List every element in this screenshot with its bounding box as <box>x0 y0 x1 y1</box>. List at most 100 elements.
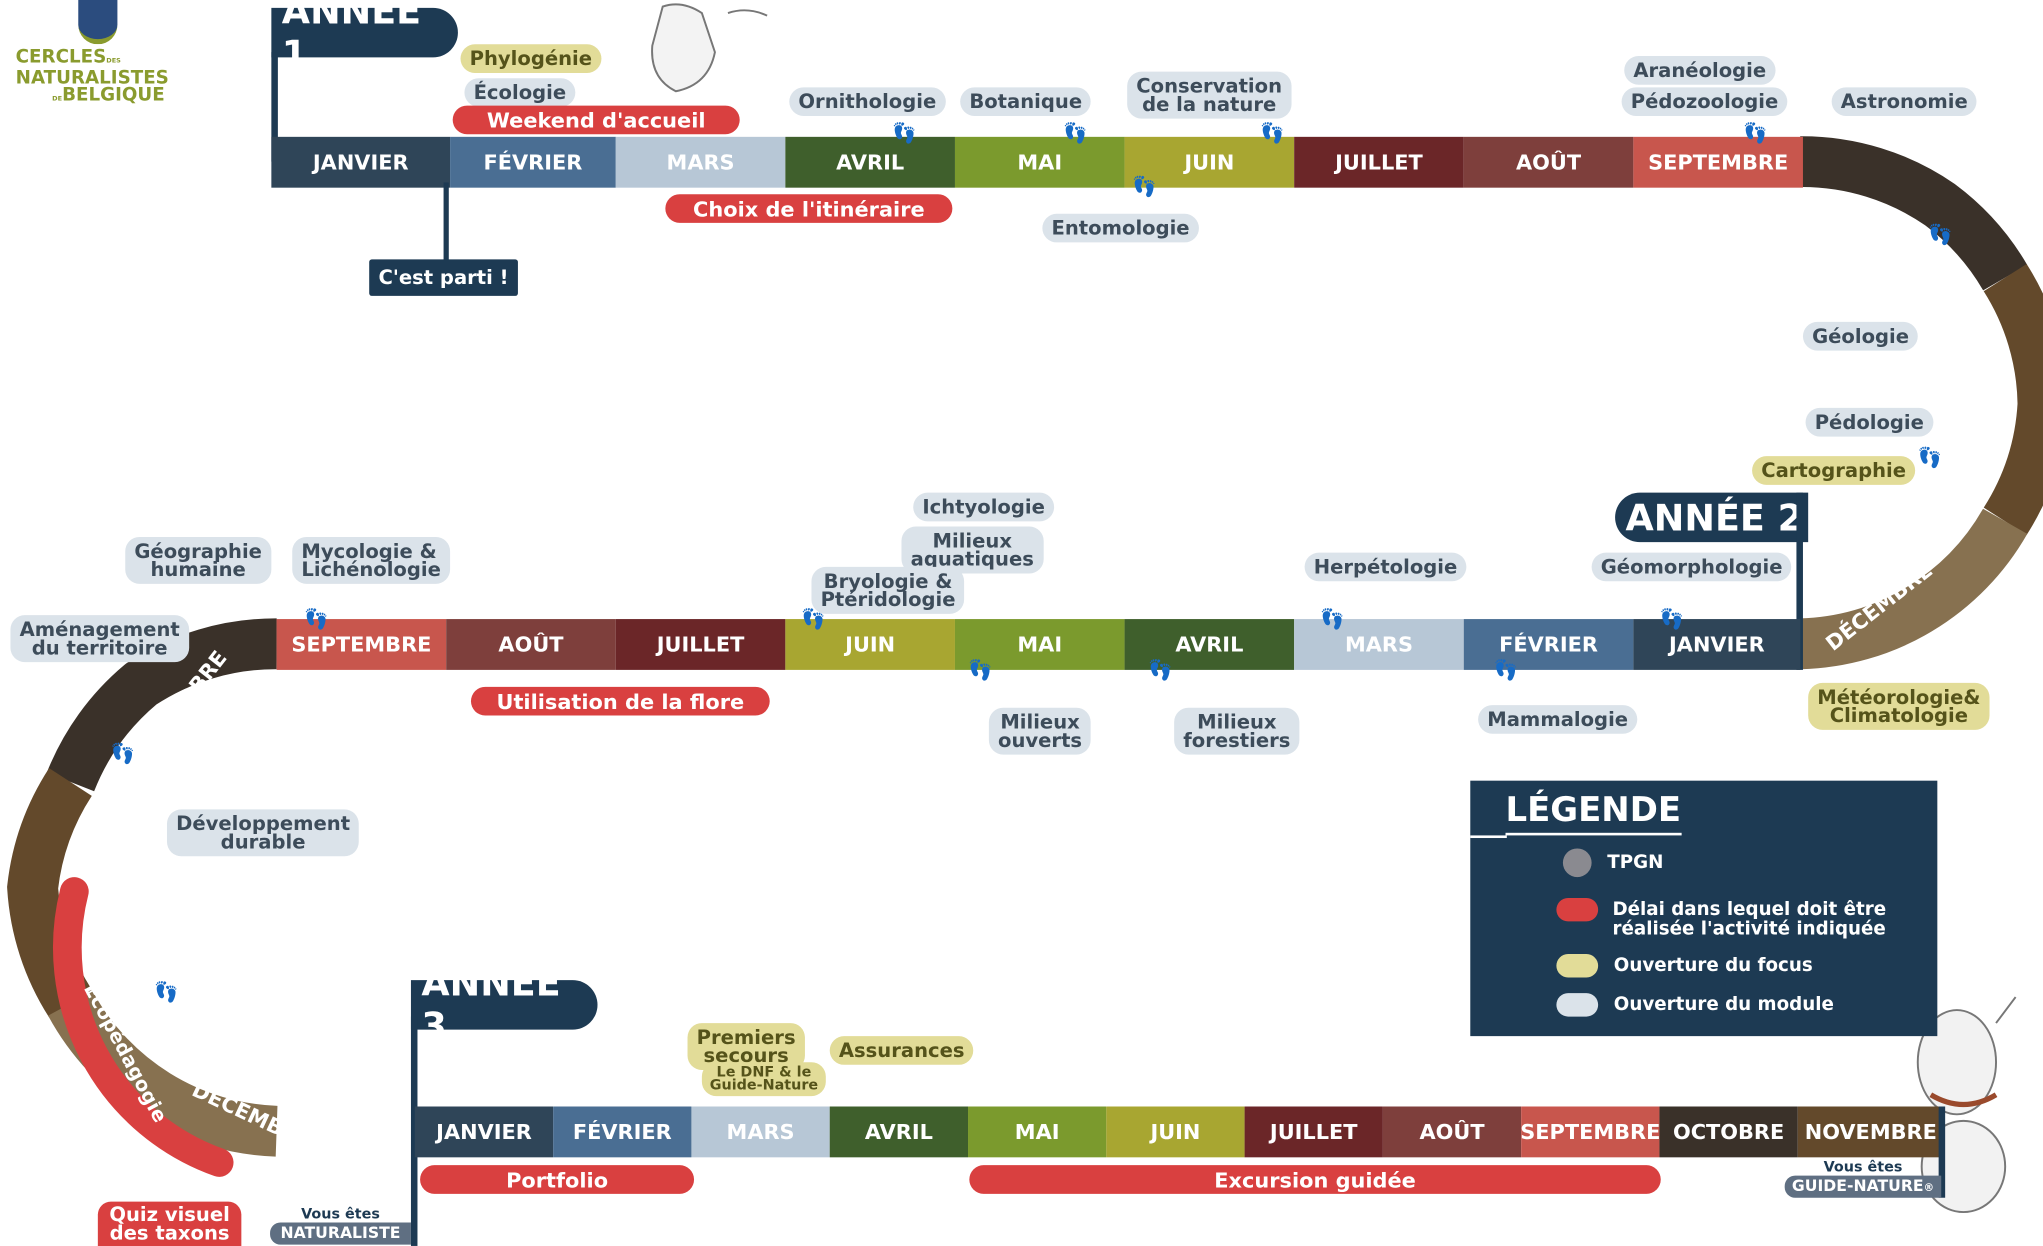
label-conservation-line2: de la nature <box>1142 92 1277 116</box>
legend-title: LÉGENDE <box>1505 791 1682 836</box>
activity-utilisation-flore: Utilisation de la flore <box>470 686 770 716</box>
right-curve-octobre <box>1800 136 2028 291</box>
footprint-icon: 👣 <box>1659 607 1684 631</box>
left-curve-novembre-label: NOVEMBRE <box>115 809 139 941</box>
footprint-icon: 👣 <box>1320 607 1345 631</box>
label-mycologie: Mycologie & Lichénologie <box>292 536 451 584</box>
guide-nature-badge: Vous êtes GUIDE-NATURE® <box>1784 1158 1942 1199</box>
label-bryologie: Bryologie & Ptéridologie <box>811 566 965 614</box>
activity-portfolio: Portfolio <box>420 1165 695 1194</box>
label-ecologie: Écologie <box>464 78 576 107</box>
cartoon-top-illustration <box>651 3 768 93</box>
activity-quiz-line2: des taxons <box>109 1221 230 1245</box>
label-dnf-line1: Le DNF & le <box>716 1063 812 1081</box>
label-mammalogie: Mammalogie <box>1478 705 1638 734</box>
label-amenagement-line2: du territoire <box>31 636 168 660</box>
label-milieux-ouverts-line1: Milieux <box>1000 710 1080 734</box>
label-herpetologie: Herpétologie <box>1304 552 1467 582</box>
row3-juin: JUIN <box>1106 1106 1245 1158</box>
label-developpement-line1: Développement <box>176 811 351 836</box>
activity-excursion-guidee: Excursion guidée <box>969 1165 1661 1194</box>
row2-septembre: SEPTEMBRE <box>276 619 447 670</box>
row3-juillet: JUILLET <box>1244 1106 1383 1158</box>
ecopedagogie-arc <box>53 877 234 1177</box>
row2-juin: JUIN <box>785 619 955 670</box>
label-geographie-line1: Géographie <box>134 539 262 564</box>
label-araneologie: Aranéologie <box>1624 56 1776 85</box>
legend-tpgn: TPGN <box>1607 852 1664 874</box>
naturaliste-badge: Vous êtes NATURALISTE <box>270 1206 411 1246</box>
footprint-icon: 👣 <box>892 121 917 145</box>
cest-parti-box: C'est parti ! <box>369 259 518 296</box>
label-geomorphologie: Géomorphologie <box>1591 552 1792 582</box>
naturaliste-line2: NATURALISTE <box>270 1222 411 1245</box>
row1-septembre: SEPTEMBRE <box>1633 136 1803 188</box>
row2-janvier: JANVIER <box>1633 619 1801 670</box>
left-curve-novembre <box>7 768 93 1018</box>
logo-emblem <box>78 0 118 45</box>
legend-red-line1: Délai dans lequel doit être <box>1612 899 1887 921</box>
row3-octobre: OCTOBRE <box>1659 1106 1798 1158</box>
label-botanique: Botanique <box>960 87 1092 116</box>
label-milieux-aquatiques-line2: aquatiques <box>910 547 1034 571</box>
year-2-badge: ANNÉE 2 <box>1615 492 1809 543</box>
row3-fevrier: FÉVRIER <box>553 1106 692 1158</box>
label-developpement: Développement durable <box>166 809 360 857</box>
footprint-icon: 👣 <box>968 658 993 682</box>
logo-line3-small: DE <box>52 95 63 103</box>
footprint-icon: 👣 <box>1493 658 1519 682</box>
row3-avril: AVRIL <box>829 1106 969 1158</box>
logo-line1: CERCLES <box>15 46 107 68</box>
label-milieux-forestiers: Milieux forestiers <box>1174 707 1300 755</box>
row3-aout: AOÛT <box>1382 1106 1522 1158</box>
label-assurances: Assurances <box>829 1036 974 1065</box>
guide-nature-mark: ® <box>1923 1182 1935 1194</box>
row2-juillet: JUILLET <box>615 619 786 670</box>
label-amenagement-line1: Aménagement <box>19 617 180 642</box>
footprint-icon: 👣 <box>1917 445 1943 470</box>
legend-red-line2: réalisée l'activité indiquée <box>1612 918 1886 940</box>
left-curve-octobre <box>46 618 277 792</box>
year-2-stem <box>1796 492 1803 670</box>
label-astronomie: Astronomie <box>1831 87 1977 116</box>
label-ornithologie: Ornithologie <box>789 87 946 116</box>
activity-quiz-line1: Quiz visuel <box>109 1202 230 1227</box>
guide-nature-line1: Vous êtes <box>1823 1158 1903 1176</box>
label-pedozoologie: Pédozoologie <box>1621 87 1788 116</box>
legend-blue-text: Ouverture du module <box>1613 994 1834 1016</box>
legend: LÉGENDE TPGN Délai dans lequel doit être… <box>1470 780 1938 1037</box>
footprint-icon: 👣 <box>1928 222 1953 247</box>
row1-juin: JUIN <box>1124 136 1295 188</box>
label-geologie: Géologie <box>1802 321 1919 351</box>
footprint-icon <box>1562 848 1592 878</box>
row3-septembre: SEPTEMBRE <box>1521 1106 1660 1158</box>
label-amenagement: Aménagement du territoire <box>10 615 189 663</box>
footprint-icon: 👣 <box>153 980 179 1004</box>
legend-yellow-text: Ouverture du focus <box>1613 955 1813 977</box>
year-1-badge: ANNÉE 1 <box>271 0 458 76</box>
label-meteorologie-line1: Météorologie& <box>1817 685 1981 709</box>
label-cartographie: Cartographie <box>1752 456 1916 485</box>
footprint-icon: 👣 <box>801 607 826 631</box>
label-milieux-ouverts: Milieux ouverts <box>988 707 1092 755</box>
label-milieux-aquatiques: Milieux aquatiques <box>901 526 1044 574</box>
legend-underline <box>1470 835 1507 839</box>
row1-mai: MAI <box>954 136 1125 188</box>
label-bryologie-line1: Bryologie & <box>823 569 953 594</box>
footprint-icon: 👣 <box>303 607 329 631</box>
year-1-stem <box>271 52 278 162</box>
right-curve-decembre <box>1799 508 2028 670</box>
label-meteorologie-line2: Climatologie <box>1829 703 1969 728</box>
row1-mars: MARS <box>615 136 786 188</box>
label-milieux-forestiers-line2: forestiers <box>1183 728 1291 753</box>
row2-aout: AOÛT <box>446 619 616 670</box>
logo-line2: NATURALISTES <box>15 67 169 89</box>
logo-line1-small: DES <box>106 57 121 66</box>
label-premiers-secours-line1: Premiers <box>696 1025 796 1050</box>
footprint-icon: 👣 <box>110 741 136 766</box>
activity-quiz-visuel: Quiz visuel des taxons <box>97 1201 242 1246</box>
logo-line3: BELGIQUE <box>62 84 165 106</box>
row2-mai: MAI <box>954 619 1125 670</box>
row1-juillet: JUILLET <box>1294 136 1464 188</box>
